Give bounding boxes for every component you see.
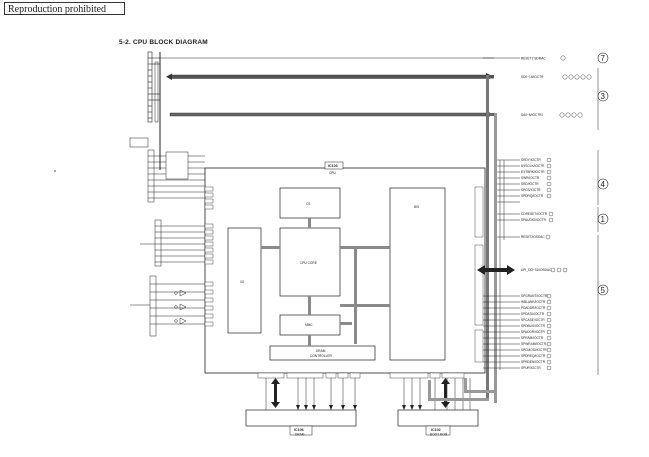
main-data-bus	[166, 73, 494, 81]
conn-label: SPCS/IOCTR	[521, 188, 541, 192]
conn-label: SPRAM/IOCTR	[521, 336, 544, 340]
right-signal-lines	[483, 57, 520, 369]
dram-ic106	[245, 409, 357, 436]
conn-label: SYSCLK/IOCTR	[521, 164, 545, 168]
conn-label: SPGRANT/IOCTR	[521, 294, 548, 298]
conn-label: RESET2 SDMAC	[521, 57, 546, 61]
conn-label: SPDBUS/IOCTR	[521, 324, 546, 328]
dram-controller-label-2: CONTROLLER	[310, 354, 332, 358]
cpu-core-label: CPU CORE	[300, 261, 317, 265]
bottom-connections	[265, 378, 471, 410]
cpu-chip-id: IC103	[328, 164, 338, 168]
internal-bus-lines	[261, 218, 390, 346]
left-connector-strip	[147, 51, 161, 170]
cpu-bottom-pins	[257, 372, 465, 379]
bottom-arrows	[271, 378, 450, 410]
rom-bus-loop	[428, 378, 497, 401]
section-3: 3	[601, 92, 606, 101]
conn-label: EXTBRK/IOCTR	[521, 170, 545, 174]
boot-rom-chip-id: IC102	[431, 428, 441, 432]
conn-label: SWR/IOCTR	[521, 176, 540, 180]
dram-chip-id: IC106	[294, 428, 304, 432]
left-signal-blocks	[130, 149, 205, 337]
boot-rom-ic102	[397, 409, 479, 436]
upi-data-arrow	[477, 265, 515, 275]
conn-label: RESET/IOSDAC	[521, 235, 545, 239]
io-label: I/O	[240, 280, 245, 284]
conn-label: SRD/IOCTR	[521, 182, 539, 186]
cs-label: CS	[306, 202, 310, 206]
conn-label: SPRDEN/IOCTR	[521, 360, 546, 364]
cs-block	[279, 187, 341, 219]
cpu-chip-name: CPU	[329, 171, 336, 175]
diagram-title: 5-2. CPU BLOCK DIAGRAM	[119, 39, 208, 46]
conn-label: SPCMOSI/IOCTR	[521, 348, 547, 352]
section-7: 7	[601, 54, 606, 63]
section-5: 5	[601, 286, 606, 295]
conn-label: SPADDR/IOCTR	[521, 330, 546, 334]
conn-label: UPI_DO~31/IOSDAC	[521, 268, 552, 272]
cpu-left-pins	[204, 186, 214, 327]
address-bus	[169, 111, 494, 118]
conn-label: SD0~15/IOCTR	[521, 75, 544, 79]
parallel-io-bracket	[129, 137, 149, 148]
mmc-label: MMC	[305, 323, 313, 327]
conn-label: SPAUDIO/IOCTR	[521, 218, 547, 222]
conn-label: SPDREQ/IOCTR	[521, 354, 546, 358]
section-4: 4	[601, 180, 606, 189]
conn-label: PDADDR/IOCTR	[521, 306, 546, 310]
dram-controller-block	[269, 345, 376, 361]
conn-label: CDRESET/IOCTR	[521, 212, 548, 216]
reproduction-prohibited-stamp: Reproduction prohibited	[4, 2, 125, 15]
conn-label: SPDATA/IOCTR	[521, 312, 545, 316]
conn-label: SPDRQ/IOCTR	[521, 194, 544, 198]
conn-label: SPWRAM/IOCTR	[521, 342, 547, 346]
dram-controller-label-1: DRAM	[316, 349, 326, 353]
section-1: 1	[601, 215, 606, 224]
conn-label: SPCASE/IOCTR	[521, 318, 545, 322]
scan-speck	[54, 170, 56, 172]
section-markers: 7 3 4 1 5	[597, 52, 609, 296]
right-connection-labels: RESET2 SDMAC SD0~15/IOCTR SA0~6/IOCTR2 S…	[521, 57, 552, 371]
boot-rom-chip-name: BOOT ROM	[430, 433, 448, 437]
cpu-right-pins	[474, 186, 484, 363]
cpu-core-block	[279, 227, 341, 297]
conn-label: SPUR/IOCTR	[521, 366, 541, 370]
bis-block	[389, 187, 446, 361]
io-block	[227, 227, 262, 334]
right-vertical-buses	[486, 75, 505, 403]
bis-label: BIS	[414, 205, 419, 209]
conn-label: SRDY/IOCTR	[521, 158, 541, 162]
dram-chip-name: DRAM	[295, 433, 305, 437]
conn-label: WBLANK/IOCTR	[521, 300, 546, 304]
conn-label: SA0~6/IOCTR2	[521, 113, 543, 117]
ref-circles	[545, 55, 592, 371]
